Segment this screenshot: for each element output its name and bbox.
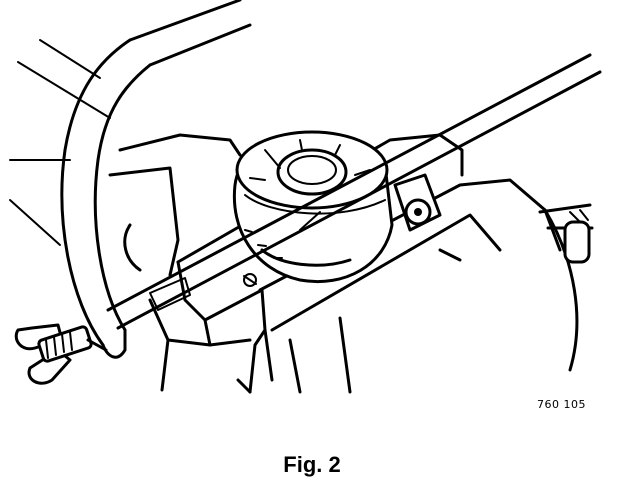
cylindrical-workpiece [232, 130, 394, 283]
hacksaw-frame [60, 0, 252, 359]
wing-nut [14, 323, 108, 385]
blade-pin [393, 173, 442, 232]
figure-caption: Fig. 2 [283, 452, 341, 477]
shading-strokes [244, 211, 321, 259]
hacksaw-blade [106, 53, 602, 330]
vice-handle [538, 203, 594, 264]
drawing-reference-code: 760 105 [537, 398, 586, 411]
vice-block [176, 133, 579, 394]
background-housing [9, 39, 252, 392]
